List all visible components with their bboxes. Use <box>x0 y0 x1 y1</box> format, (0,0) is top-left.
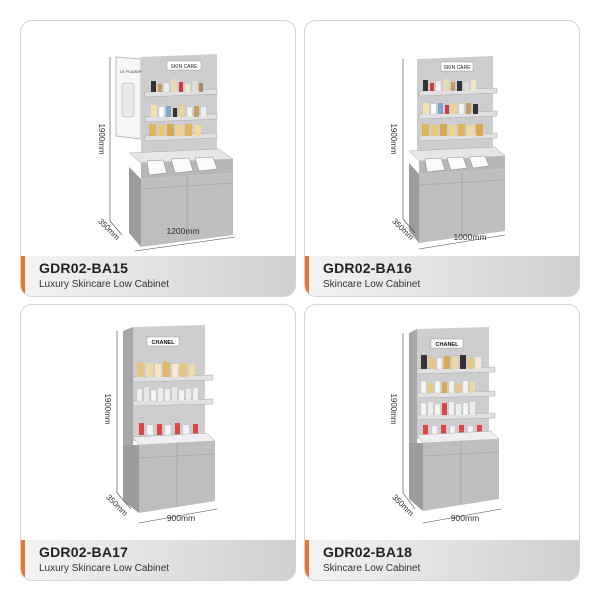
product-code: GDR02-BA18 <box>323 544 413 560</box>
product-image: CHANEL <box>305 305 579 539</box>
product-caption: GDR02-BA18 Skincare Low Cabinet <box>305 540 579 580</box>
depth-dimension: 350mm <box>96 217 121 242</box>
product-description: Luxury Skincare Low Cabinet <box>39 563 170 574</box>
product-caption: GDR02-BA17 Luxury Skincare Low Cabinet <box>21 540 295 580</box>
product-image: LE PLAISIR SKIN CARE <box>21 21 295 255</box>
product-description: Skincare Low Cabinet <box>323 279 421 290</box>
product-code: GDR02-BA16 <box>323 260 413 276</box>
product-description: Luxury Skincare Low Cabinet <box>39 279 170 290</box>
height-dimension: 1900mm <box>97 123 106 154</box>
cabinet-sign: SKIN CARE <box>171 64 199 70</box>
cabinet-sign: SKIN CARE <box>444 65 472 71</box>
height-dimension: 1900mm <box>389 123 398 154</box>
height-dimension: 1900mm <box>103 393 112 424</box>
width-dimension: 1200mm <box>166 226 199 236</box>
product-code: GDR02-BA15 <box>39 260 129 276</box>
product-code: GDR02-BA17 <box>39 544 129 560</box>
width-dimension: 1000mm <box>453 232 486 242</box>
product-card-ba15[interactable]: LE PLAISIR SKIN CARE <box>20 20 296 297</box>
side-panel-text: LE PLAISIR <box>120 69 141 74</box>
product-card-ba17[interactable]: CHANEL <box>20 304 296 581</box>
product-card-ba18[interactable]: CHANEL <box>304 304 580 581</box>
product-image: CHANEL <box>21 305 295 539</box>
cabinet-sign: CHANEL <box>152 340 176 346</box>
product-description: Skincare Low Cabinet <box>323 563 421 574</box>
product-caption: GDR02-BA16 Skincare Low Cabinet <box>305 256 579 296</box>
product-card-ba16[interactable]: SKIN CARE <box>304 20 580 297</box>
product-caption: GDR02-BA15 Luxury Skincare Low Cabinet <box>21 256 295 296</box>
width-dimension: 900mm <box>451 513 479 523</box>
product-image: SKIN CARE <box>305 21 579 255</box>
height-dimension: 1900mm <box>389 393 398 424</box>
cabinet-sign: CHANEL <box>436 342 460 348</box>
width-dimension: 900mm <box>167 513 195 523</box>
